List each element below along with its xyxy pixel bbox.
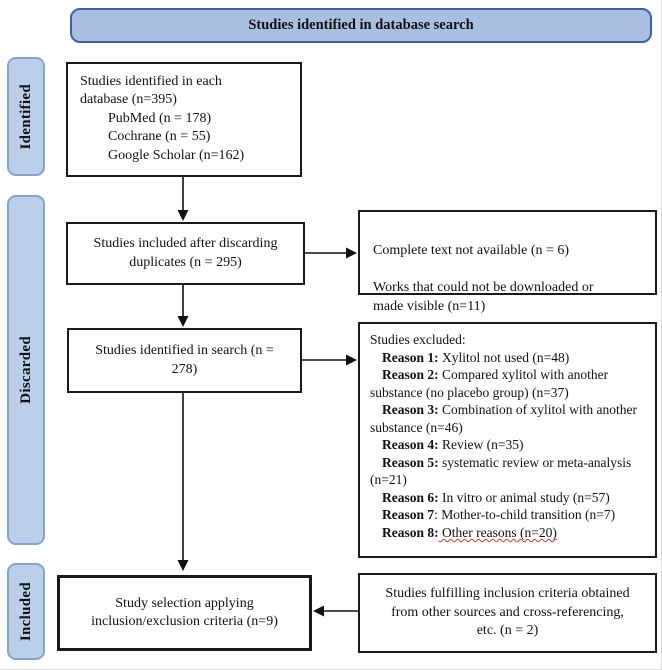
stage-label-included: Included — [7, 563, 45, 660]
search-box-text: Studies identified in search (n = 278) — [95, 343, 274, 377]
arrow-search-to-excluded — [302, 354, 357, 366]
excluded-reason-7: Reason 7: Mother-to-child transition (n=… — [370, 506, 645, 524]
reason-1-text: Xylitol not used (n=48) — [438, 349, 570, 365]
reason-6-label: Reason 6: — [382, 489, 439, 505]
arrow-othersources-to-selection — [313, 605, 358, 617]
arrow-search-to-selection — [177, 393, 189, 571]
reason-3-text: Combination of xylitol with another subs… — [370, 402, 637, 435]
banner-title: Studies identified in database search — [248, 17, 474, 33]
reason-1-label: Reason 1: — [382, 349, 439, 365]
box-other-sources: Studies fulfilling inclusion criteria ob… — [358, 573, 657, 653]
database-source-pubmed: PubMed (n = 178) — [108, 110, 212, 126]
unavailable-line-1: Complete text not available (n = 6) — [373, 243, 570, 259]
excluded-reason-3: Reason 3: Combination of xylitol with an… — [370, 401, 645, 436]
reason-8-text: Other reasons (n=20) — [438, 525, 557, 541]
box-text-not-available: Complete text not available (n = 6) Work… — [358, 210, 657, 314]
excluded-title: Studies excluded: — [370, 332, 466, 347]
stage-label-identified-text: Identified — [17, 83, 34, 150]
reason-7-label: Reason 7 — [382, 507, 435, 523]
reason-4-text: Review (n=35) — [438, 437, 524, 453]
excluded-reason-6: Reason 6: In vitro or animal study (n=57… — [370, 489, 645, 507]
arrow-duplicates-to-unavailable — [305, 247, 357, 259]
reason-5-label: Reason 5: — [382, 454, 439, 470]
database-box-intro: Studies identified in each database (n=3… — [80, 74, 222, 108]
stage-label-included-text: Included — [17, 581, 34, 642]
excluded-reason-4: Reason 4: Review (n=35) — [370, 436, 645, 454]
reason-4-label: Reason 4: — [382, 437, 439, 453]
box-studies-identified-databases: Studies identified in each database (n=3… — [66, 62, 302, 177]
box-studies-excluded: Studies excluded: Reason 1: Xylitol not … — [358, 322, 657, 558]
excluded-reason-2: Reason 2: Compared xylitol with another … — [370, 366, 645, 401]
database-source-google-scholar: Google Scholar (n=162) — [108, 147, 245, 163]
duplicates-box-text: Studies included after discarding duplic… — [93, 236, 278, 270]
reason-6-text: In vitro or animal study (n=57) — [438, 489, 610, 505]
reason-2-text: Compared xylitol with another substance … — [370, 367, 609, 400]
banner-database-search: Studies identified in database search — [70, 8, 652, 43]
database-source-cochrane: Cochrane (n = 55) — [108, 129, 211, 145]
stage-label-discarded-text: Discarded — [17, 336, 34, 404]
unavailable-line-2: Works that could not be downloaded or ma… — [373, 280, 594, 314]
reason-3-label: Reason 3: — [382, 402, 439, 418]
excluded-reason-8: Reason 8: Other reasons (n=20) — [370, 524, 645, 542]
excluded-reason-1: Reason 1: Xylitol not used (n=48) — [370, 349, 645, 367]
excluded-reason-5: Reason 5: systematic review or meta-anal… — [370, 454, 645, 489]
box-study-selection: Study selection applying inclusion/exclu… — [57, 575, 312, 651]
box-after-discarding-duplicates: Studies included after discarding duplic… — [66, 222, 305, 285]
box-identified-in-search: Studies identified in search (n = 278) — [67, 328, 302, 393]
other-sources-text: Studies fulfilling inclusion criteria ob… — [385, 586, 630, 639]
arrow-duplicates-to-search — [177, 285, 189, 327]
stage-label-identified: Identified — [7, 57, 45, 176]
reason-7-text: : Mother-to-child transition (n=7) — [434, 507, 616, 523]
stage-label-discarded: Discarded — [7, 195, 45, 545]
arrow-database-to-duplicates — [177, 177, 189, 221]
reason-8-label: Reason 8: — [382, 525, 439, 541]
reason-5-text: systematic review or meta-analysis (n=21… — [370, 454, 632, 488]
reason-2-label: Reason 2: — [382, 367, 439, 383]
selection-box-text: Study selection applying inclusion/exclu… — [91, 595, 278, 629]
